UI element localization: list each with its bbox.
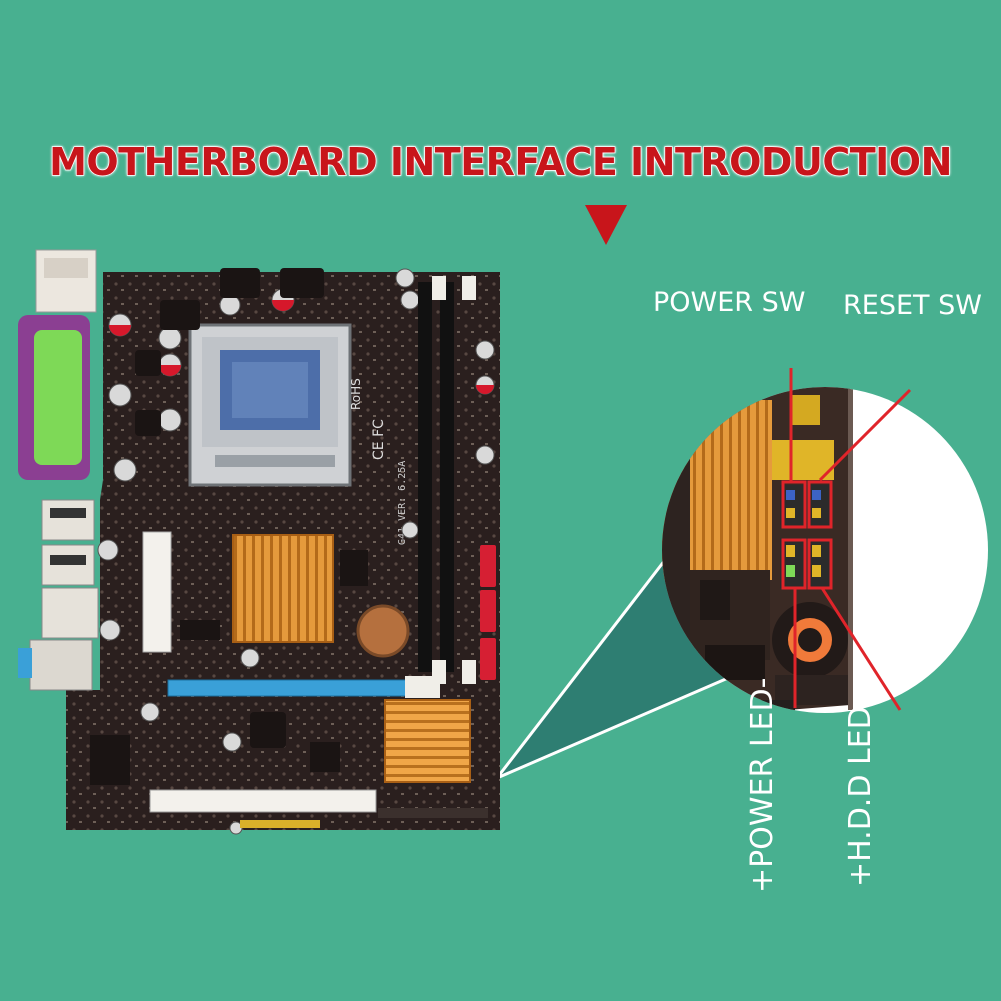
hdd-led-line bbox=[820, 587, 902, 711]
sata-ports bbox=[480, 545, 496, 680]
rear-io bbox=[18, 249, 99, 691]
down-arrow-icon bbox=[585, 205, 627, 245]
board-marking: G41 VER: 6.25A bbox=[397, 461, 408, 545]
ram-slots bbox=[418, 276, 476, 684]
page-title: MOTHERBOARD INTERFACE INTRODUCTION bbox=[48, 139, 953, 185]
rohs-mark: RoHS bbox=[349, 378, 363, 410]
cpu-socket: RoHS CE FC G41 VER: 6.25A bbox=[188, 323, 408, 545]
chokes bbox=[90, 268, 368, 785]
atx-power-connector bbox=[142, 531, 172, 653]
cmos-battery bbox=[356, 604, 410, 658]
reset-sw-line bbox=[818, 388, 912, 482]
pcie-slot bbox=[167, 679, 409, 697]
northbridge-heatsink bbox=[232, 534, 334, 643]
ce-fc-mark: CE FC bbox=[371, 419, 387, 460]
power-led-label: +POWER LED- bbox=[745, 677, 780, 893]
power-sw-label: POWER SW bbox=[653, 287, 806, 318]
reset-sw-label: RESET SW bbox=[843, 290, 982, 321]
zoom-circle bbox=[662, 368, 988, 713]
hdd-led-label: +H.D.D LED- bbox=[843, 695, 878, 887]
southbridge-heatsink bbox=[384, 699, 471, 783]
pci-slot bbox=[149, 789, 377, 813]
